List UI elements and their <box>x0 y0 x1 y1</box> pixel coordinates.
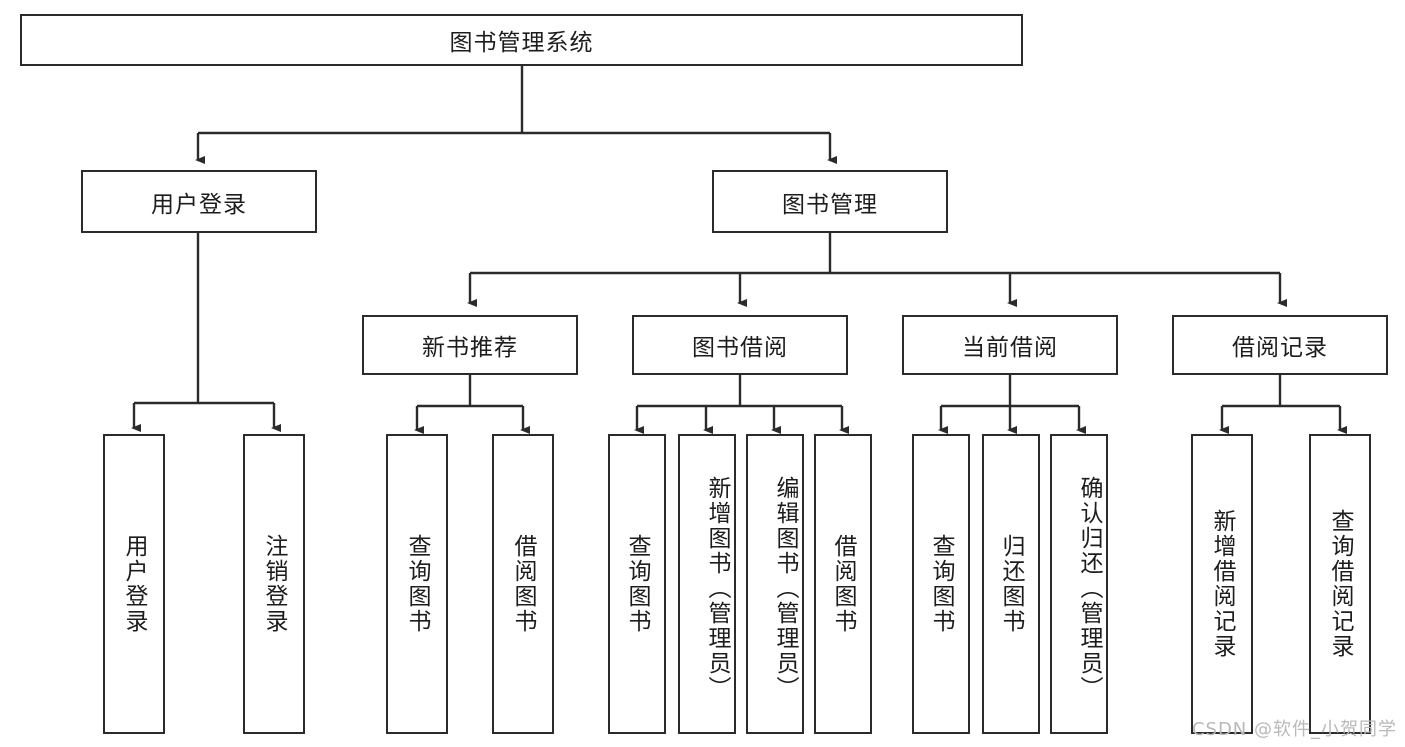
leaf-return-book[interactable]: 归还图书 <box>982 434 1040 734</box>
leaf-add-borrow-record[interactable]: 新增借阅记录 <box>1191 434 1253 734</box>
leaf-borrow-book[interactable]: 借阅图书 <box>814 434 872 734</box>
node-root[interactable]: 图书管理系统 <box>20 14 1023 66</box>
node-new-book-recommend[interactable]: 新书推荐 <box>362 315 578 375</box>
node-book-management[interactable]: 图书管理 <box>712 170 948 233</box>
leaf-query-borrow-record[interactable]: 查询借阅记录 <box>1309 434 1371 734</box>
leaf-query-book-newbook[interactable]: 查询图书 <box>386 434 448 734</box>
leaf-borrow-book-newbook[interactable]: 借阅图书 <box>492 434 554 734</box>
leaf-query-book-borrow[interactable]: 查询图书 <box>608 434 666 734</box>
leaf-user-login[interactable]: 用户登录 <box>103 434 165 734</box>
leaf-edit-book-admin[interactable]: 编辑图书（管理员） <box>746 434 804 734</box>
node-user-login[interactable]: 用户登录 <box>81 170 317 233</box>
node-book-borrow[interactable]: 图书借阅 <box>632 315 848 375</box>
leaf-logout[interactable]: 注销登录 <box>243 434 305 734</box>
node-borrow-record[interactable]: 借阅记录 <box>1172 315 1388 375</box>
leaf-add-book-admin[interactable]: 新增图书（管理员） <box>678 434 736 734</box>
leaf-confirm-return-admin[interactable]: 确认归还（管理员） <box>1050 434 1108 734</box>
node-current-borrow[interactable]: 当前借阅 <box>902 315 1118 375</box>
leaf-query-book-current[interactable]: 查询图书 <box>912 434 970 734</box>
